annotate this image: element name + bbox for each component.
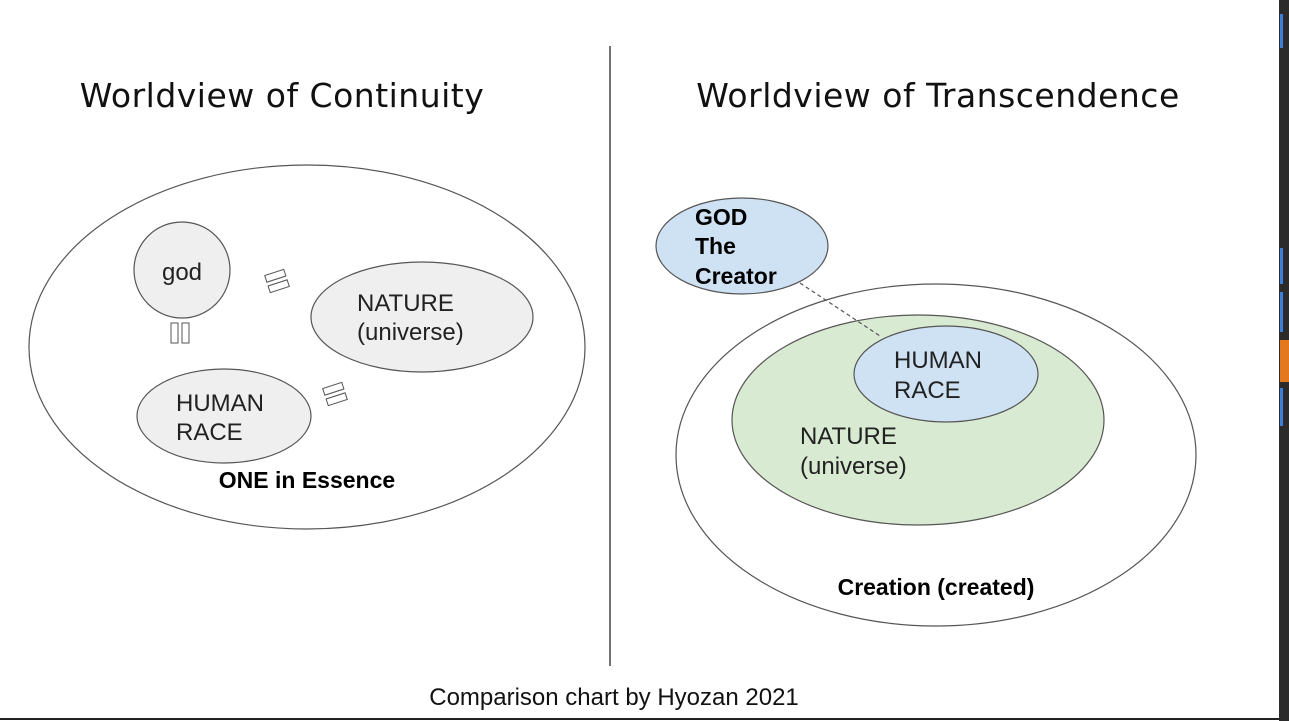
side-marker-active (1280, 340, 1289, 382)
nature-label-right-line2: (universe) (800, 453, 907, 480)
right-title: Worldview of Transcendence (696, 76, 1180, 115)
caption: Comparison chart by Hyozan 2021 (429, 684, 799, 711)
human-label-right-line1: HUMAN (894, 347, 982, 374)
nature-label-left-line2: (universe) (357, 319, 464, 346)
human-label-left-line2: RACE (176, 419, 243, 446)
human-label-right-line2: RACE (894, 377, 961, 404)
god-label: god (162, 259, 202, 286)
human-race-ellipse-left (136, 368, 312, 464)
side-marker (1280, 292, 1283, 332)
god-human-connector (799, 282, 881, 337)
one-in-essence-label: ONE in Essence (219, 467, 395, 493)
nature-ellipse-left (310, 261, 534, 373)
human-race-ellipse-right (853, 325, 1039, 423)
god-label-line3: Creator (695, 263, 777, 289)
god-creator-ellipse (655, 197, 829, 295)
side-marker (1280, 14, 1283, 48)
left-title: Worldview of Continuity (80, 76, 485, 115)
equal-icon (322, 381, 348, 407)
side-marker (1280, 388, 1283, 426)
nature-label-right-line1: NATURE (800, 423, 897, 450)
human-label-left-line1: HUMAN (176, 390, 264, 417)
equal-icon (170, 322, 190, 344)
nature-label-left-line1: NATURE (357, 290, 454, 317)
creation-label: Creation (created) (838, 574, 1035, 600)
god-label-line1: GOD (695, 204, 747, 230)
god-circle (133, 221, 231, 319)
side-marker (1280, 248, 1283, 284)
god-label-line2: The (695, 233, 736, 259)
equal-icon (264, 268, 290, 294)
